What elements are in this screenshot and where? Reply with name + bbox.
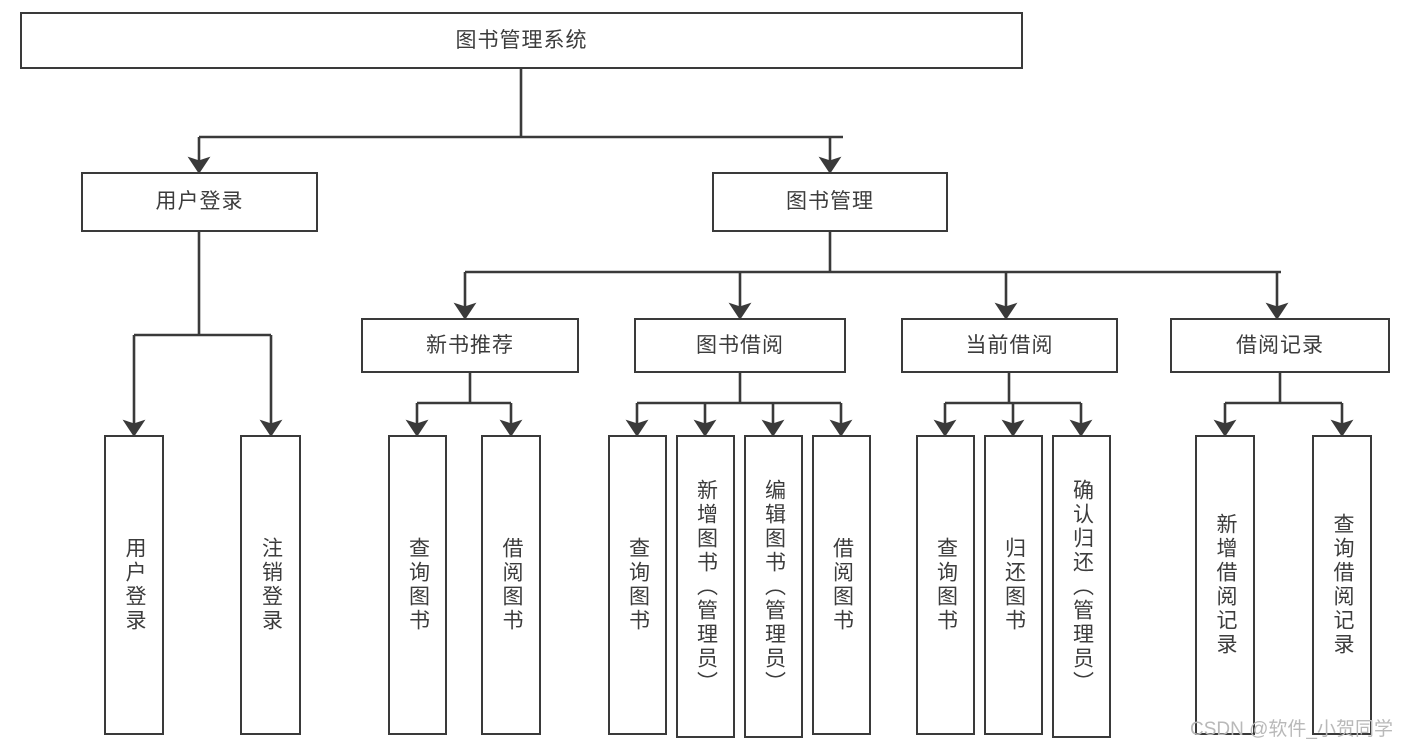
leaf-query-book-3[interactable]: 查询图书 — [916, 435, 975, 735]
leaf-user-login[interactable]: 用户登录 — [104, 435, 164, 735]
leaf-borrow-book-2[interactable]: 借阅图书 — [812, 435, 871, 735]
leaf-logout[interactable]: 注销登录 — [240, 435, 301, 735]
node-book-manage[interactable]: 图书管理 — [712, 172, 948, 232]
leaf-query-book-2[interactable]: 查询图书 — [608, 435, 667, 735]
leaf-borrow-book-1-label: 借阅图书 — [500, 537, 523, 633]
leaf-edit-book-label: 编辑图书（管理员） — [762, 478, 786, 695]
leaf-borrow-book-2-label: 借阅图书 — [830, 537, 854, 633]
leaf-borrow-book-1[interactable]: 借阅图书 — [481, 435, 541, 735]
leaf-query-book-1-label: 查询图书 — [406, 537, 430, 633]
leaf-query-record[interactable]: 查询借阅记录 — [1312, 435, 1372, 735]
leaf-query-book-2-label: 查询图书 — [626, 537, 650, 633]
leaf-query-record-label: 查询借阅记录 — [1331, 513, 1354, 657]
leaf-confirm-return[interactable]: 确认归还（管理员） — [1052, 435, 1111, 738]
node-root-label: 图书管理系统 — [455, 28, 588, 52]
node-borrow-record-label: 借阅记录 — [1236, 333, 1324, 357]
leaf-logout-label: 注销登录 — [259, 537, 283, 633]
leaf-add-book-label: 新增图书（管理员） — [694, 478, 718, 695]
node-new-book-recommend[interactable]: 新书推荐 — [361, 318, 579, 373]
node-user-login[interactable]: 用户登录 — [81, 172, 318, 232]
leaf-confirm-return-label: 确认归还（管理员） — [1070, 478, 1094, 695]
leaf-user-login-label: 用户登录 — [123, 537, 146, 633]
node-root[interactable]: 图书管理系统 — [20, 12, 1023, 69]
leaf-add-record-label: 新增借阅记录 — [1214, 513, 1237, 657]
node-current-borrow[interactable]: 当前借阅 — [901, 318, 1118, 373]
node-book-manage-label: 图书管理 — [786, 190, 874, 214]
node-current-borrow-label: 当前借阅 — [965, 333, 1054, 357]
leaf-add-book[interactable]: 新增图书（管理员） — [676, 435, 735, 738]
leaf-query-book-1[interactable]: 查询图书 — [388, 435, 447, 735]
node-book-borrow[interactable]: 图书借阅 — [634, 318, 846, 373]
leaf-return-book-label: 归还图书 — [1002, 537, 1026, 633]
node-borrow-record[interactable]: 借阅记录 — [1170, 318, 1390, 373]
csdn-watermark: CSDN @软件_小贺同学 — [1190, 719, 1393, 740]
leaf-return-book[interactable]: 归还图书 — [984, 435, 1043, 735]
node-user-login-label: 用户登录 — [155, 190, 244, 214]
leaf-query-book-3-label: 查询图书 — [934, 537, 958, 633]
node-book-borrow-label: 图书借阅 — [696, 333, 784, 357]
leaf-add-record[interactable]: 新增借阅记录 — [1195, 435, 1255, 735]
node-new-book-recommend-label: 新书推荐 — [426, 333, 514, 357]
leaf-edit-book[interactable]: 编辑图书（管理员） — [744, 435, 803, 738]
